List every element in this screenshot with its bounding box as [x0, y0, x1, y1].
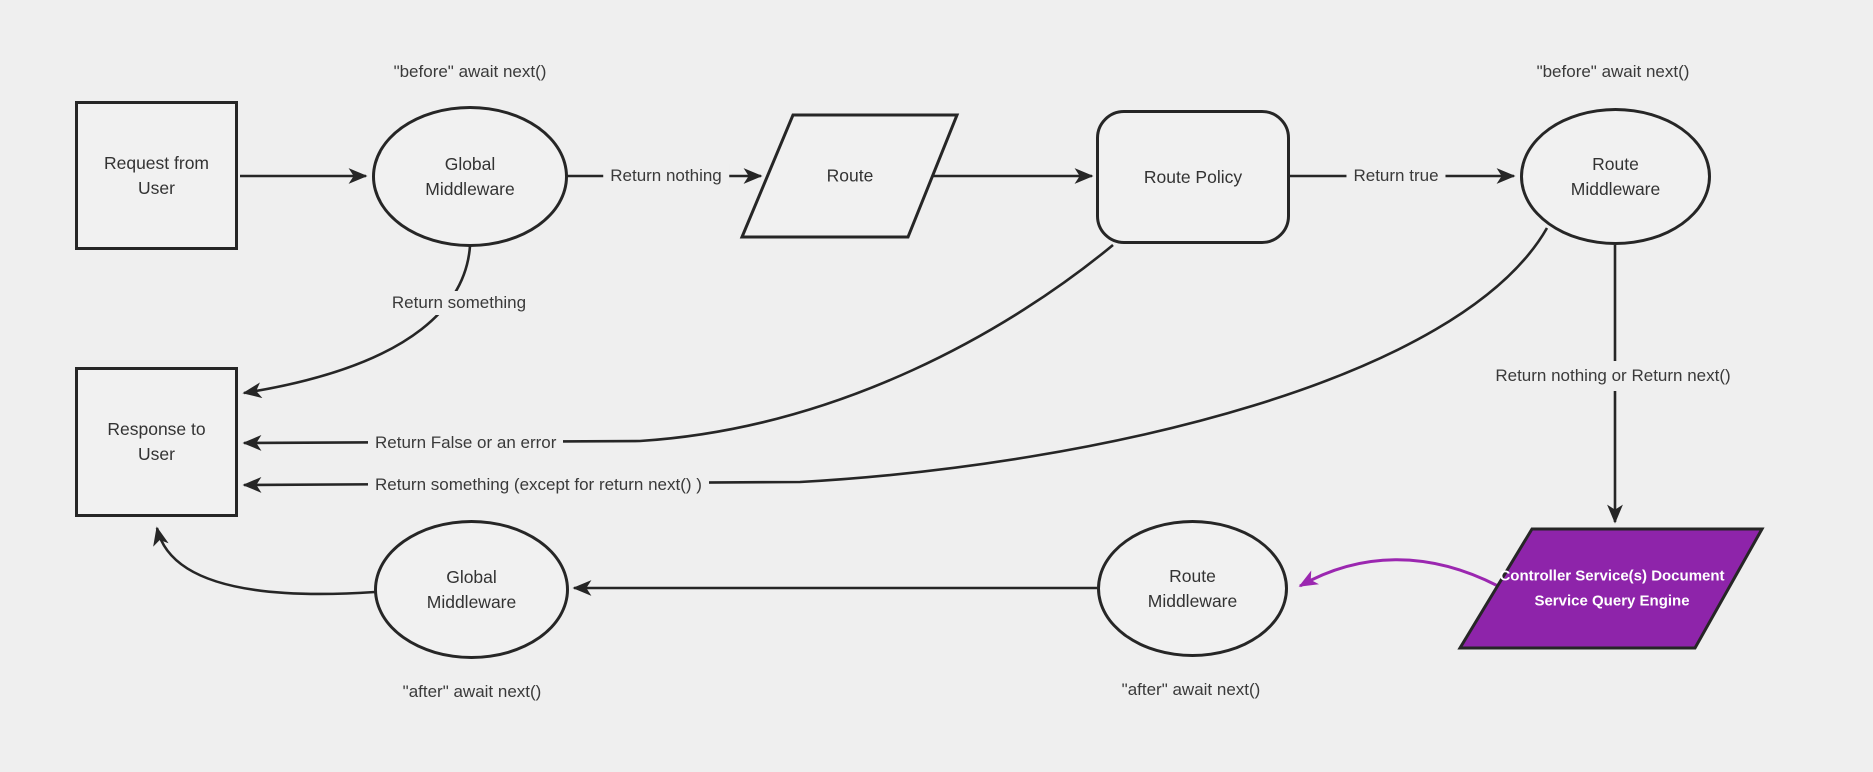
- edge-global-middleware-bottom-to-response: [153, 526, 376, 596]
- node-route-middleware-bottom-line1: Route: [1169, 565, 1216, 586]
- node-global-middleware-top: Global Middleware: [372, 106, 568, 247]
- controller-line: Controller: [1499, 567, 1572, 585]
- edge-route-policy-to-response: [242, 243, 1114, 451]
- node-global-middleware-top-line1: Global: [444, 153, 496, 174]
- node-route-middleware-top: Route Middleware: [1520, 108, 1711, 245]
- node-request-line2: User: [138, 177, 175, 198]
- return-nothing-or-next-line2: or: [1611, 366, 1627, 385]
- label-return-nothing-or-next: Return nothing or Return next(): [1488, 361, 1738, 391]
- edge-global-middleware-to-response: [242, 245, 472, 399]
- query-engine-line: Query Engine: [1592, 592, 1690, 609]
- label-return-false-or-error: Return False or an error: [368, 431, 564, 455]
- node-response-line1: Response to: [107, 419, 206, 439]
- node-controller-services-label: Controller Service(s) Document Service Q…: [1482, 565, 1743, 614]
- node-route-middleware-top-line1: Route: [1592, 153, 1639, 174]
- node-controller-services-parallelogram: [1457, 527, 1765, 650]
- node-response-to-user: Response to User: [75, 367, 238, 517]
- label-before-await-left: "before" await next(): [393, 62, 547, 81]
- document-service-line: Document Service: [1534, 567, 1725, 610]
- node-global-middleware-bottom-line2: Middleware: [426, 591, 517, 612]
- label-return-nothing: Return nothing: [603, 164, 729, 188]
- services-line: Service(s): [1575, 567, 1648, 585]
- label-return-true: Return true: [1346, 164, 1446, 188]
- label-return-something: Return something: [384, 291, 534, 315]
- node-route-label: Route: [826, 165, 874, 186]
- node-route-policy: Route Policy: [1096, 110, 1290, 244]
- node-response-line2: User: [138, 444, 175, 464]
- label-after-await-left: "after" await next(): [402, 682, 542, 701]
- node-global-middleware-top-line2: Middleware: [425, 178, 515, 199]
- node-route-middleware-top-line2: Middleware: [1570, 178, 1661, 199]
- node-route-middleware-bottom-line2: Middleware: [1147, 590, 1238, 611]
- node-global-middleware-bottom-line1: Global: [446, 566, 497, 587]
- label-return-something-except: Return something (except for return next…: [368, 473, 709, 497]
- edge-controller-to-route-middleware-bottom: [1298, 558, 1499, 588]
- node-route-policy-label: Route Policy: [1143, 166, 1243, 187]
- node-global-middleware-bottom: Global Middleware: [374, 520, 569, 659]
- node-request-line1: Request from: [103, 152, 210, 173]
- edge-route-middleware-to-response: [242, 227, 1549, 493]
- return-nothing-or-next-line1: Return nothing: [1495, 366, 1607, 385]
- node-request-from-user: Request from User: [75, 101, 238, 250]
- node-route-parallelogram: [739, 113, 960, 239]
- label-before-await-right: "before" await next(): [1536, 62, 1690, 81]
- return-nothing-or-next-line3: Return next(): [1631, 366, 1731, 385]
- node-route-middleware-bottom: Route Middleware: [1097, 520, 1288, 657]
- label-after-await-right: "after" await next(): [1121, 680, 1261, 699]
